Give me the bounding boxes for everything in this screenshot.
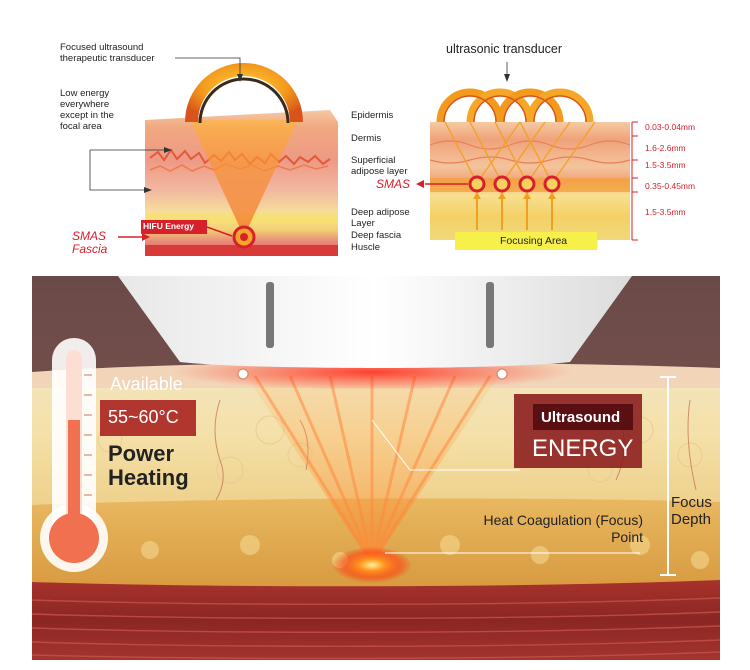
ultrasonic-transducer-label: ultrasonic transducer [446,42,563,56]
layer-deep-adipose: Deep adipose Layer [351,207,410,229]
focused-transducer-label: Focused ultrasound therapeutic transduce… [60,42,155,64]
layer-epidermis: Epidermis [351,110,394,121]
layer-muscle: Huscle [351,242,381,253]
depth-dermis: 1.6-2.6mm [645,143,686,153]
left-tissue-block [89,57,338,256]
smas-fascia-label: SMAS Fascia [72,229,108,256]
low-energy-label: Low energy everywhere except in the foca… [60,88,114,132]
available-label: Available [110,374,183,394]
heat-coagulation-label: Heat Coagulation (Focus) Point [483,512,643,545]
depth-smas: 0.35-0.45mm [645,181,696,191]
layer-dermis: Dermis [351,133,382,144]
temperature-label: 55~60°C [108,407,179,427]
energy-label: ENERGY [532,435,634,462]
hifu-energy-label: HIFU Energy [143,221,195,231]
bottom-panel [31,276,721,660]
layer-superficial-adipose: Superficial adipose layer [351,155,408,177]
power-heating-label: Power Heating [108,441,189,490]
depth-superficial-adipose: 1.5-3.5mm [645,160,686,170]
ultrasound-label: Ultrasound [541,409,621,426]
layer-deep-fascia: Deep fascia [351,230,402,241]
right-tissue-block [416,62,638,250]
depth-epidermis: 0.03-0.04mm [645,122,696,132]
layer-smas: SMAS [376,177,411,191]
focusing-area-label: Focusing Area [500,235,568,247]
depth-deep-adipose: 1.5-3.5mm [645,207,686,217]
focus-depth-label: Focus Depth [671,494,712,528]
